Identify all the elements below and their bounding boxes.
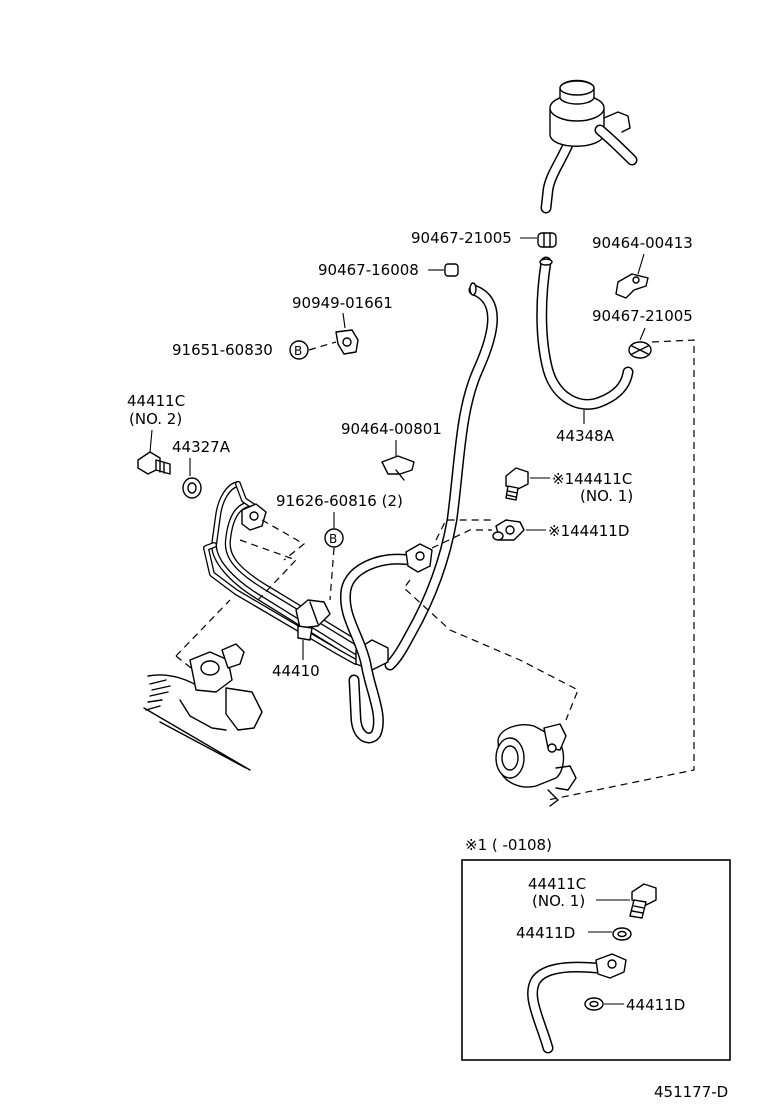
label-90464-00801[interactable]: 90464-00801 <box>341 420 442 438</box>
inset-hose[interactable] <box>527 953 627 1054</box>
svg-text:B: B <box>294 344 302 358</box>
label-44411d[interactable]: ※144411D <box>548 522 629 540</box>
clamp-90464-00413[interactable] <box>615 273 649 299</box>
steering-gear-housing[interactable] <box>143 643 263 771</box>
inset-frame <box>461 859 731 1061</box>
inset-union-bolt[interactable] <box>629 883 657 919</box>
label-44327a[interactable]: 44327A <box>172 438 231 456</box>
gasket-44327a[interactable] <box>182 477 202 499</box>
label-90467-16008[interactable]: 90467-16008 <box>318 261 419 279</box>
pressure-hose-loop[interactable] <box>339 543 433 744</box>
label-90467-21005-right[interactable]: 90467-21005 <box>592 307 693 325</box>
inset-note[interactable]: ※1 ( -0108) <box>465 836 552 854</box>
label-90467-21005-top[interactable]: 90467-21005 <box>411 229 512 247</box>
label-44411c-no1[interactable]: ※144411C <box>552 470 632 488</box>
clamp-90467-16008[interactable] <box>444 263 459 277</box>
svg-text:B: B <box>329 532 337 546</box>
diagram-code: 451177-D <box>654 1083 728 1101</box>
label-44411c-no2[interactable]: 44411C <box>127 392 185 410</box>
inset-label-44411d-a[interactable]: 44411D <box>516 924 575 942</box>
union-bolt-44411c-no2[interactable] <box>137 451 171 475</box>
label-44348a[interactable]: 44348A <box>556 427 615 445</box>
clamp-90467-21005-right[interactable] <box>628 341 652 359</box>
bolt-marker-b-mid[interactable]: B <box>324 528 344 548</box>
label-91626-60816[interactable]: 91626-60816 (2) <box>276 492 403 510</box>
inset-gasket-b[interactable] <box>584 997 604 1011</box>
reservoir-tank[interactable] <box>540 79 638 214</box>
inset-label-44411d-b[interactable]: 44411D <box>626 996 685 1014</box>
hose-44348a[interactable] <box>536 256 634 410</box>
bolt-marker-b-top[interactable]: B <box>289 340 309 360</box>
label-44411c-no1-sub[interactable]: (NO. 1) <box>580 487 633 505</box>
label-44410[interactable]: 44410 <box>272 662 320 680</box>
clamp-90464-00801[interactable] <box>381 455 415 481</box>
clamp-90949-01661[interactable] <box>335 329 359 355</box>
label-90949-01661[interactable]: 90949-01661 <box>292 294 393 312</box>
inset-label-44411c-sub[interactable]: (NO. 1) <box>532 892 585 910</box>
inset-gasket-a[interactable] <box>612 927 632 941</box>
label-44411c-no2-sub[interactable]: (NO. 2) <box>129 410 182 428</box>
vane-pump[interactable] <box>495 723 577 807</box>
label-91651-60830[interactable]: 91651-60830 <box>172 341 273 359</box>
label-90464-00413[interactable]: 90464-00413 <box>592 234 693 252</box>
clamp-90467-21005-top[interactable] <box>537 232 557 248</box>
return-hose[interactable] <box>384 282 498 671</box>
gasket-44411d[interactable] <box>492 519 525 541</box>
union-bolt-44411c-no1[interactable] <box>505 467 529 501</box>
inset-label-44411c[interactable]: 44411C <box>528 875 586 893</box>
